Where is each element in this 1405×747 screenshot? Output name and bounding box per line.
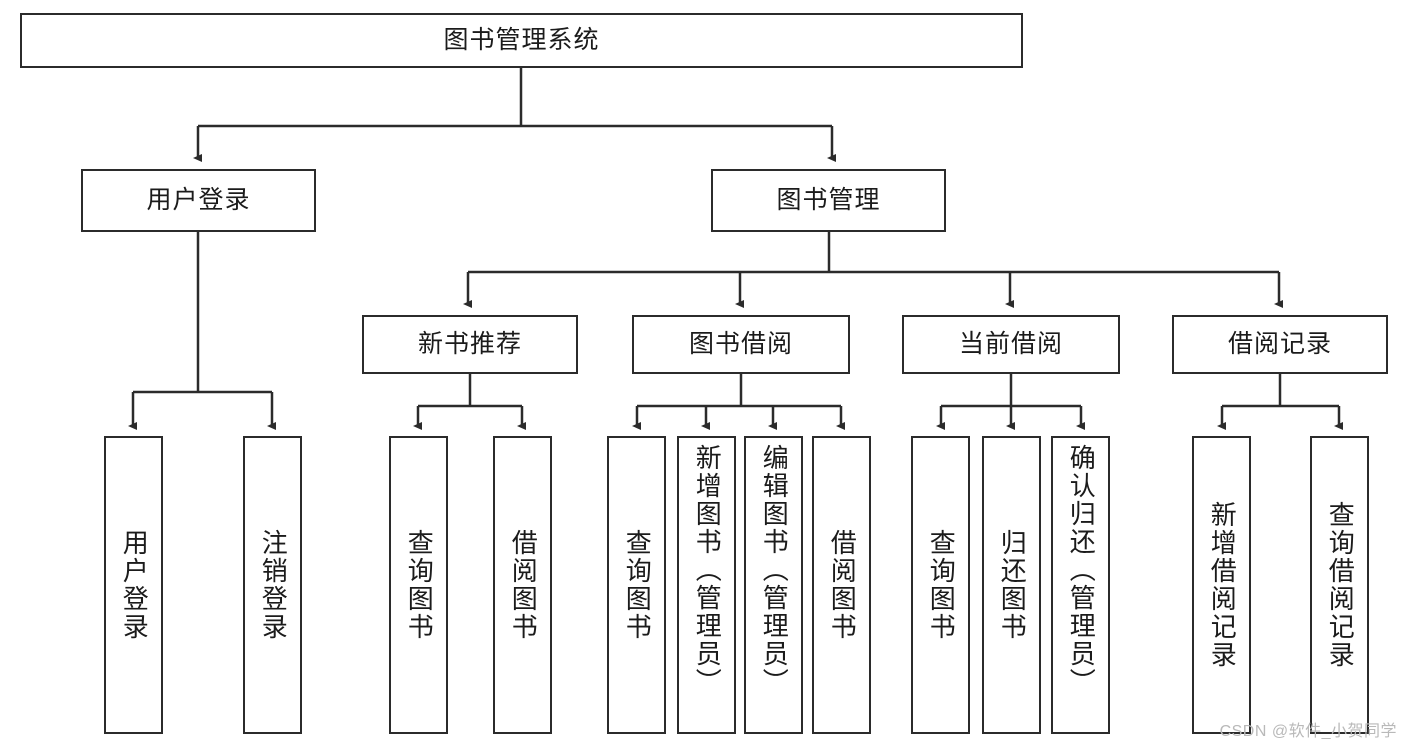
leaf-user-login-logout[interactable]: 注销登录 (243, 436, 302, 734)
node-label: 编辑图书（管理员） (759, 444, 790, 696)
leaf-book-borrow-query-book[interactable]: 查询图书 (607, 436, 666, 734)
node-new-book-recommend[interactable]: 新书推荐 (362, 315, 578, 374)
node-label: 查询图书 (404, 529, 435, 641)
node-borrow-record[interactable]: 借阅记录 (1172, 315, 1388, 374)
node-label: 查询借阅记录 (1325, 501, 1356, 669)
csdn-watermark: CSDN @软件_小贺同学 (1219, 723, 1397, 740)
leaf-user-login-login[interactable]: 用户登录 (104, 436, 163, 734)
leaf-borrow-record-query-record[interactable]: 查询借阅记录 (1310, 436, 1369, 734)
node-root-system[interactable]: 图书管理系统 (20, 13, 1023, 68)
node-label: 查询图书 (926, 529, 957, 641)
leaf-book-borrow-add-book[interactable]: 新增图书（管理员） (677, 436, 736, 734)
node-label: 新书推荐 (417, 330, 522, 358)
node-label: 归还图书 (997, 529, 1028, 641)
node-label: 借阅图书 (827, 529, 858, 641)
node-label: 用户登录 (119, 529, 150, 641)
node-label: 注销登录 (258, 529, 289, 641)
leaf-borrow-record-add-record[interactable]: 新增借阅记录 (1192, 436, 1251, 734)
leaf-book-borrow-edit-book[interactable]: 编辑图书（管理员） (744, 436, 803, 734)
node-user-login[interactable]: 用户登录 (81, 169, 316, 232)
leaf-new-book-query-book[interactable]: 查询图书 (389, 436, 448, 734)
node-label: 当前借阅 (958, 330, 1063, 358)
node-label: 确认归还（管理员） (1066, 444, 1097, 696)
node-label: 图书管理 (776, 186, 881, 214)
node-current-borrow[interactable]: 当前借阅 (902, 315, 1120, 374)
node-label: 新增借阅记录 (1207, 501, 1238, 669)
leaf-current-borrow-query-book[interactable]: 查询图书 (911, 436, 970, 734)
node-label: 新增图书（管理员） (692, 444, 723, 696)
leaf-book-borrow-borrow-book[interactable]: 借阅图书 (812, 436, 871, 734)
node-label: 借阅记录 (1227, 330, 1332, 358)
node-label: 借阅图书 (508, 529, 539, 641)
node-book-borrow[interactable]: 图书借阅 (632, 315, 850, 374)
node-label: 图书管理系统 (443, 26, 600, 54)
node-label: 图书借阅 (688, 330, 793, 358)
leaf-current-borrow-confirm-return[interactable]: 确认归还（管理员） (1051, 436, 1110, 734)
leaf-current-borrow-return-book[interactable]: 归还图书 (982, 436, 1041, 734)
leaf-new-book-borrow-book[interactable]: 借阅图书 (493, 436, 552, 734)
node-label: 用户登录 (146, 186, 251, 214)
node-book-management[interactable]: 图书管理 (711, 169, 946, 232)
node-label: 查询图书 (622, 529, 653, 641)
